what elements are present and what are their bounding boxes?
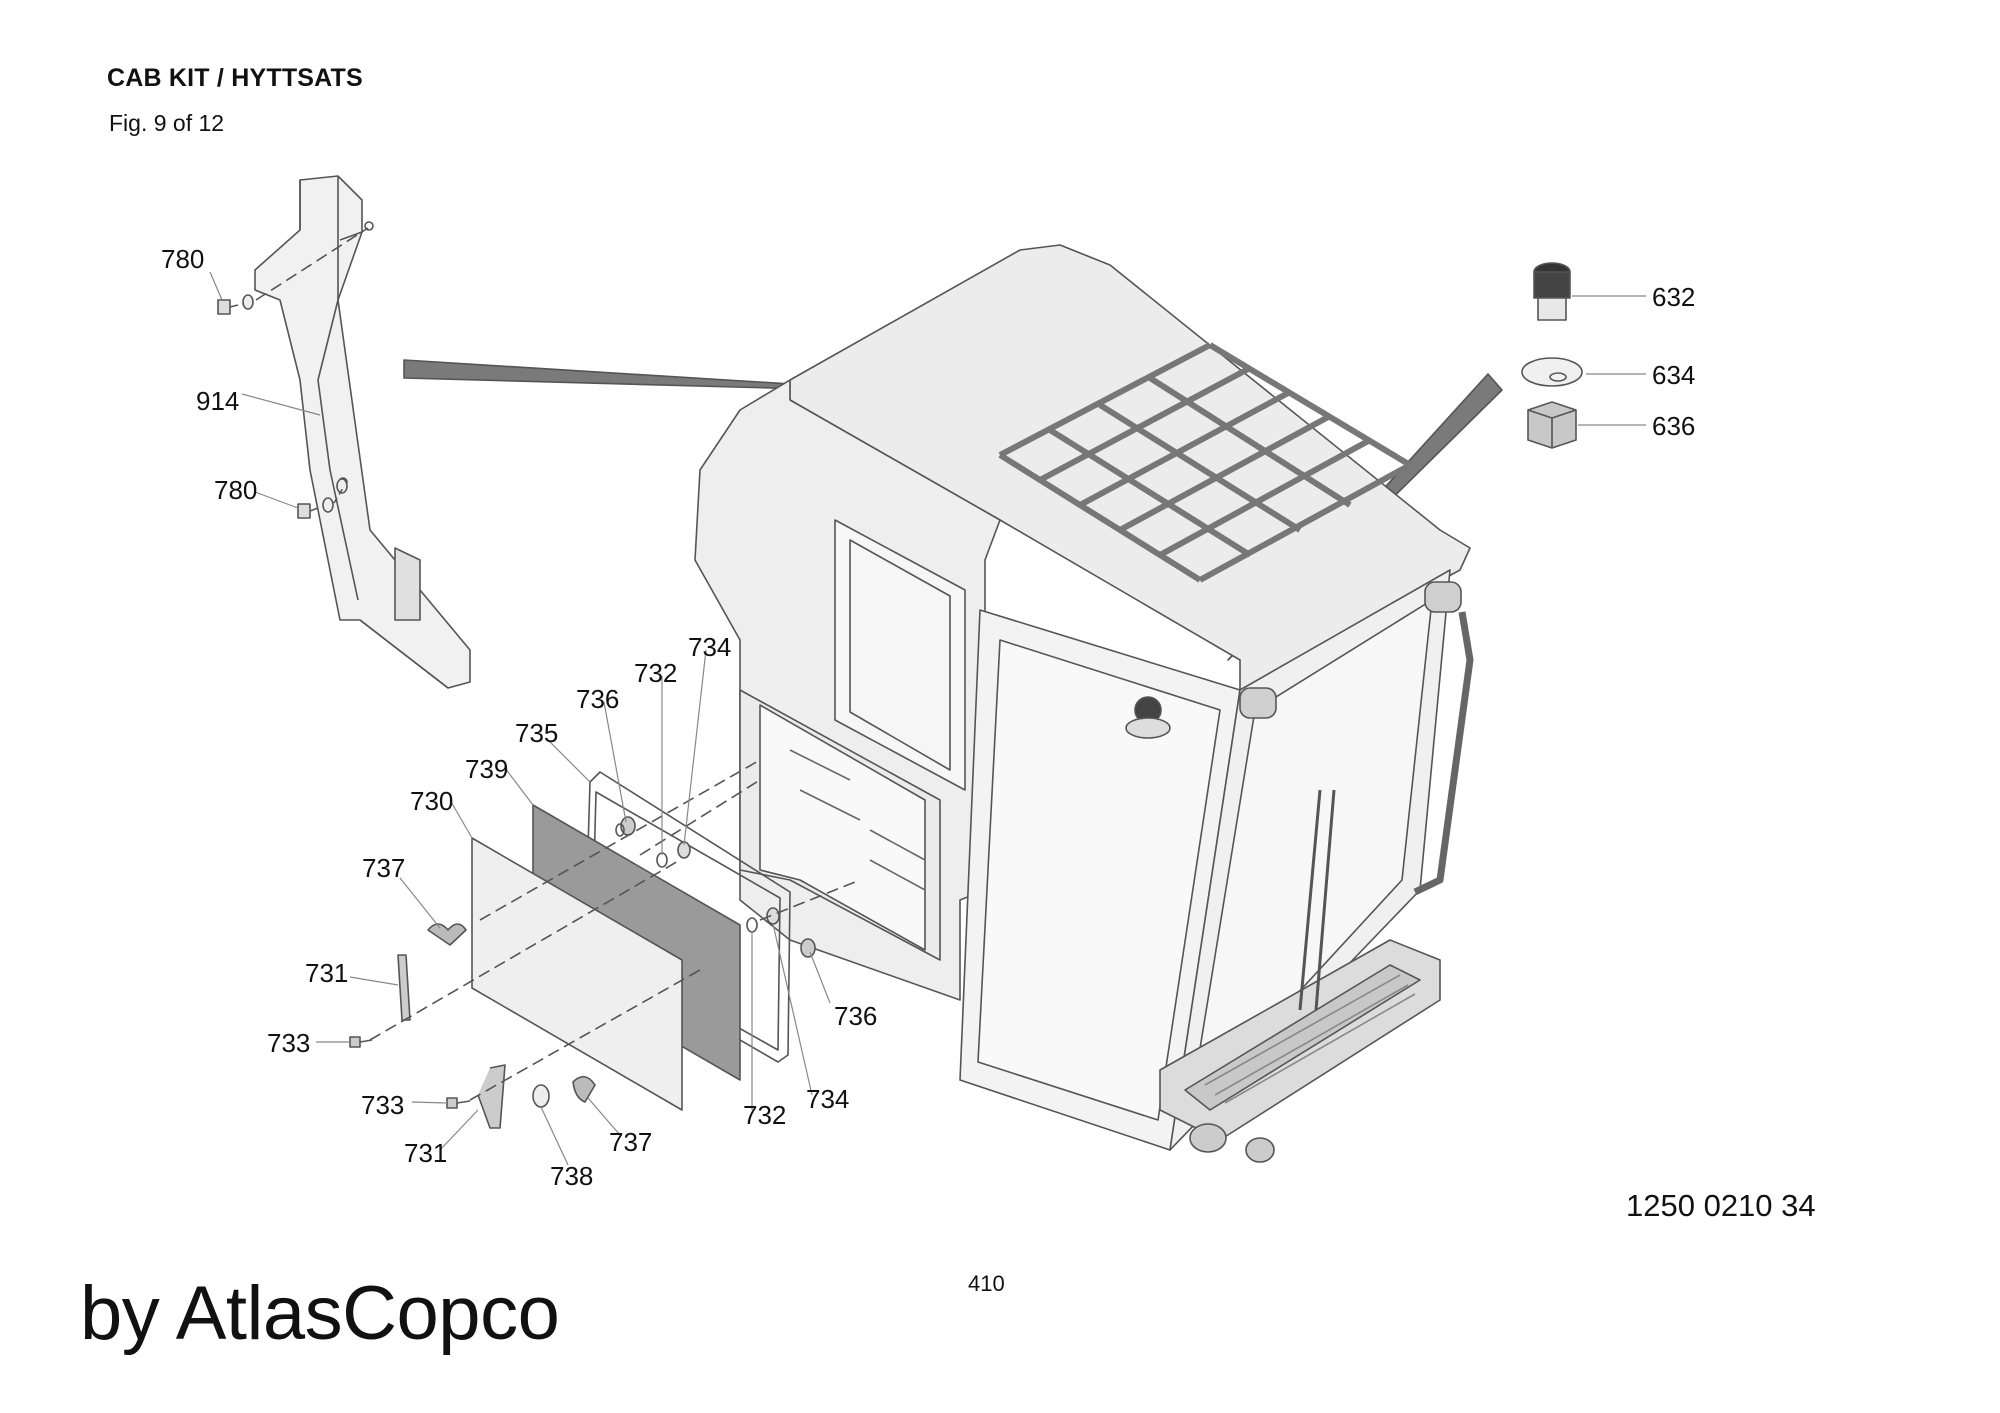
page-number: 410 [968,1271,1005,1296]
callout-736-bottom: 736 [834,1001,878,1031]
callout-737-bottom: 737 [609,1127,653,1157]
washer-732-top [656,852,668,868]
housing-636 [1527,401,1577,449]
callout-780-bottom: 780 [214,475,258,505]
bolt-780-top [217,294,254,315]
callout-733-bottom: 733 [361,1090,405,1120]
washer-732-bottom [746,917,758,933]
page-title: CAB KIT / HYTTSATS [107,64,363,92]
callout-734-top: 734 [688,632,732,662]
screw-733-bottom [446,1097,471,1109]
callout-636: 636 [1652,411,1696,441]
cab-body [694,244,1474,1163]
callout-632: 632 [1652,282,1696,312]
callout-736-top: 736 [576,684,620,714]
wing-knob-737-bottom [572,1075,596,1103]
emergency-stop-button-632 [1533,262,1571,321]
callout-730: 730 [410,786,454,816]
callout-732-bottom: 732 [743,1100,787,1130]
screw-733-top [349,1036,373,1048]
callout-914: 914 [196,386,240,416]
wing-knob-737-top [427,923,467,946]
bolt-780-bottom [297,478,348,519]
brand-watermark: by AtlasCopco [80,1271,560,1356]
callout-731-top: 731 [305,958,349,988]
callout-731-bottom: 731 [404,1138,448,1168]
callout-734-bottom: 734 [806,1084,850,1114]
legend-plate-634 [1521,357,1583,387]
callout-735: 735 [515,718,559,748]
figure-number: Fig. 9 of 12 [109,110,225,136]
handle-731-top [397,954,411,1021]
grommet-736-bottom [800,938,816,958]
callout-634: 634 [1652,360,1696,390]
callout-739: 739 [465,754,509,784]
washer-738 [532,1084,550,1108]
callout-780-top: 780 [161,244,205,274]
callout-737-top: 737 [362,853,406,883]
cover-panel-730 [471,837,683,1111]
callout-738: 738 [550,1161,594,1191]
callout-733-top: 733 [267,1028,311,1058]
document-number: 1250 0210 34 [1626,1188,1816,1223]
pillar-part-914 [254,175,471,689]
callout-732-top: 732 [634,658,678,688]
handle-731-bottom [477,1064,506,1129]
